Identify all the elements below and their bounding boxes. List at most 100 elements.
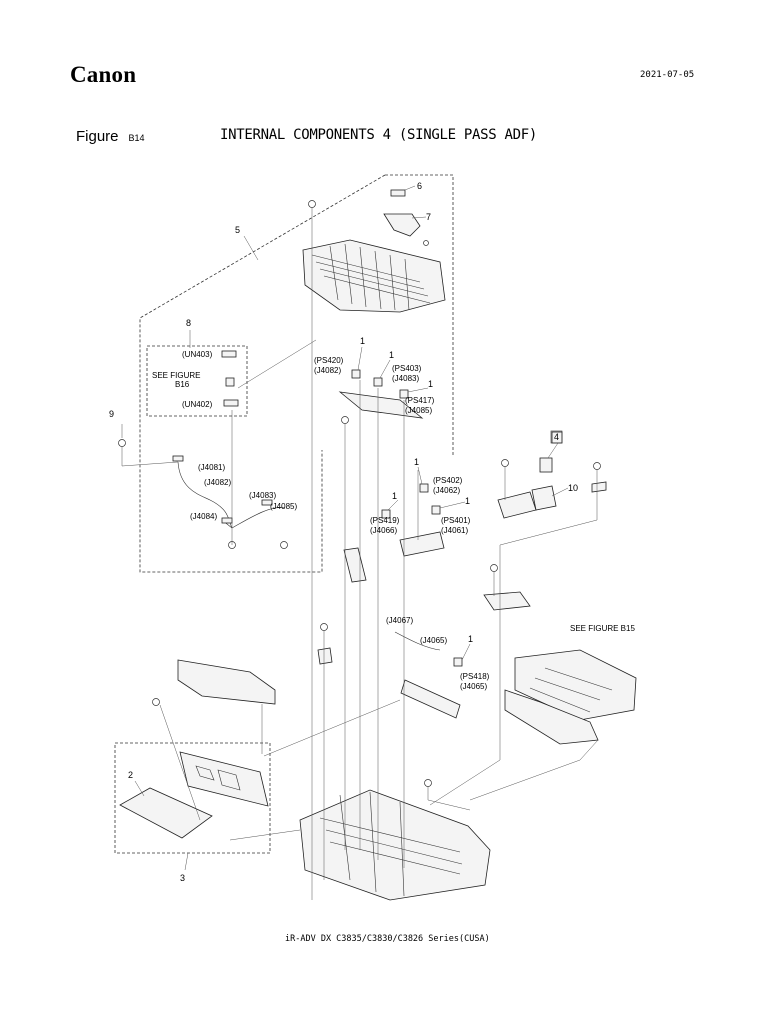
screw (320, 623, 328, 631)
part-4 (539, 457, 553, 473)
label-j4065-upper: (J4065) (420, 636, 447, 645)
label-un402: (UN402) (182, 400, 213, 409)
screw (308, 200, 316, 208)
pcb-components (195, 765, 241, 791)
sensor-ps417 (399, 389, 409, 399)
figure-label-text: Figure (76, 128, 119, 145)
pcb-assembly (179, 751, 269, 807)
sensor-ps402 (419, 483, 429, 493)
screw (118, 439, 126, 447)
callout-7: 7 (426, 212, 431, 222)
callout-1-ps418: 1 (468, 634, 473, 644)
sensor-ps419 (381, 509, 391, 519)
bracket-right-upper (497, 491, 537, 519)
connector-j4081 (172, 455, 184, 462)
item-8-clip (225, 377, 235, 387)
clip-right (591, 481, 607, 493)
label-ps403: (PS403) (392, 364, 422, 373)
callout-9: 9 (109, 409, 114, 419)
label-j4067: (J4067) (386, 616, 413, 625)
label-see-figure-b15: SEE FIGURE B15 (570, 624, 635, 633)
screw (490, 564, 498, 572)
label-ps402: (PS402) (433, 476, 463, 485)
solenoid-assembly (531, 485, 557, 511)
label-see-figure-b16-line1: SEE FIGURE (152, 371, 200, 380)
canon-logo: Canon (70, 62, 137, 87)
wire-j4067 (394, 631, 441, 651)
figure-number: B14 (128, 133, 145, 143)
callout-1-ps402: 1 (414, 457, 419, 467)
label-un403: (UN403) (182, 350, 213, 359)
label-ps419: (PS419) (370, 516, 400, 525)
screw (593, 462, 601, 470)
sensor-bracket-middle (399, 531, 445, 557)
label-j4065-lower: (J4065) (460, 682, 487, 691)
callout-5: 5 (235, 225, 240, 235)
label-ps417: (PS417) (405, 396, 435, 405)
callout-1-ps401: 1 (465, 496, 470, 506)
leader-lines (121, 208, 599, 900)
screw (501, 459, 509, 467)
link-arm (317, 647, 333, 665)
callout-1-ps417: 1 (428, 379, 433, 389)
callout-4-box (550, 430, 563, 444)
callout-1-ps420: 1 (360, 336, 365, 346)
sensor-ps401 (431, 505, 441, 515)
label-j4081: (J4081) (198, 463, 225, 472)
sensor-ps420 (351, 369, 361, 379)
label-see-figure-b16-line2: B16 (175, 380, 190, 389)
callout-1-ps403: 1 (389, 350, 394, 360)
callout-1-ps419: 1 (392, 491, 397, 501)
label-j4066: (J4066) (370, 526, 397, 535)
label-j4084: (J4084) (190, 512, 217, 521)
sensor-ps418 (453, 657, 463, 667)
callout-3: 3 (180, 873, 185, 883)
document-tray-b15 (504, 649, 637, 745)
part-2-sheet (119, 787, 213, 839)
assembly-5-boundary (139, 174, 454, 573)
callout-8: 8 (186, 318, 191, 328)
label-j4062: (J4062) (433, 486, 460, 495)
part-6 (390, 189, 406, 197)
part-7 (383, 213, 421, 237)
screw (341, 416, 349, 424)
upper-feed-guide (302, 239, 446, 313)
screws (118, 200, 601, 787)
assembly-3-boundary (114, 742, 271, 854)
label-j4083-lower: (J4083) (249, 491, 276, 500)
main-frame (299, 789, 491, 901)
screw (424, 779, 432, 787)
document-date: 2021-07-05 (640, 70, 695, 80)
callout-leaders (121, 185, 569, 871)
sensor-bracket-upper (338, 391, 424, 419)
sensor-bracket-lower (400, 679, 461, 719)
label-j4061: (J4061) (441, 526, 468, 535)
bracket-right-lower (483, 591, 531, 611)
connector-un402 (223, 399, 239, 407)
callout-6: 6 (417, 181, 422, 191)
figure-title: INTERNAL COMPONENTS 4 (SINGLE PASS ADF) (220, 127, 538, 143)
label-ps420: (PS420) (314, 356, 344, 365)
sensor-ps403 (373, 377, 383, 387)
footer-model-series: iR-ADV DX C3835/C3830/C3826 Series(CUSA) (285, 934, 490, 944)
sensor-bracket-left (343, 547, 367, 583)
item-8-boundary (146, 345, 248, 417)
connector-un403 (221, 350, 237, 358)
label-ps418: (PS418) (460, 672, 490, 681)
callout-2: 2 (128, 770, 133, 780)
label-ps401: (PS401) (441, 516, 471, 525)
callout-10: 10 (568, 483, 578, 493)
callout-4: 4 (554, 432, 559, 442)
figure-label: Figure B14 (76, 128, 145, 145)
label-j4082-upper: (J4082) (314, 366, 341, 375)
part-7-spring (423, 240, 429, 246)
screw (152, 698, 160, 706)
screw (280, 541, 288, 549)
lower-guide-tray (177, 659, 276, 705)
label-j4085-upper: (J4085) (405, 406, 432, 415)
label-j4082-lower: (J4082) (204, 478, 231, 487)
connector-j4083 (261, 499, 273, 506)
label-j4085-lower: (J4085) (270, 502, 297, 511)
label-j4083-upper: (J4083) (392, 374, 419, 383)
